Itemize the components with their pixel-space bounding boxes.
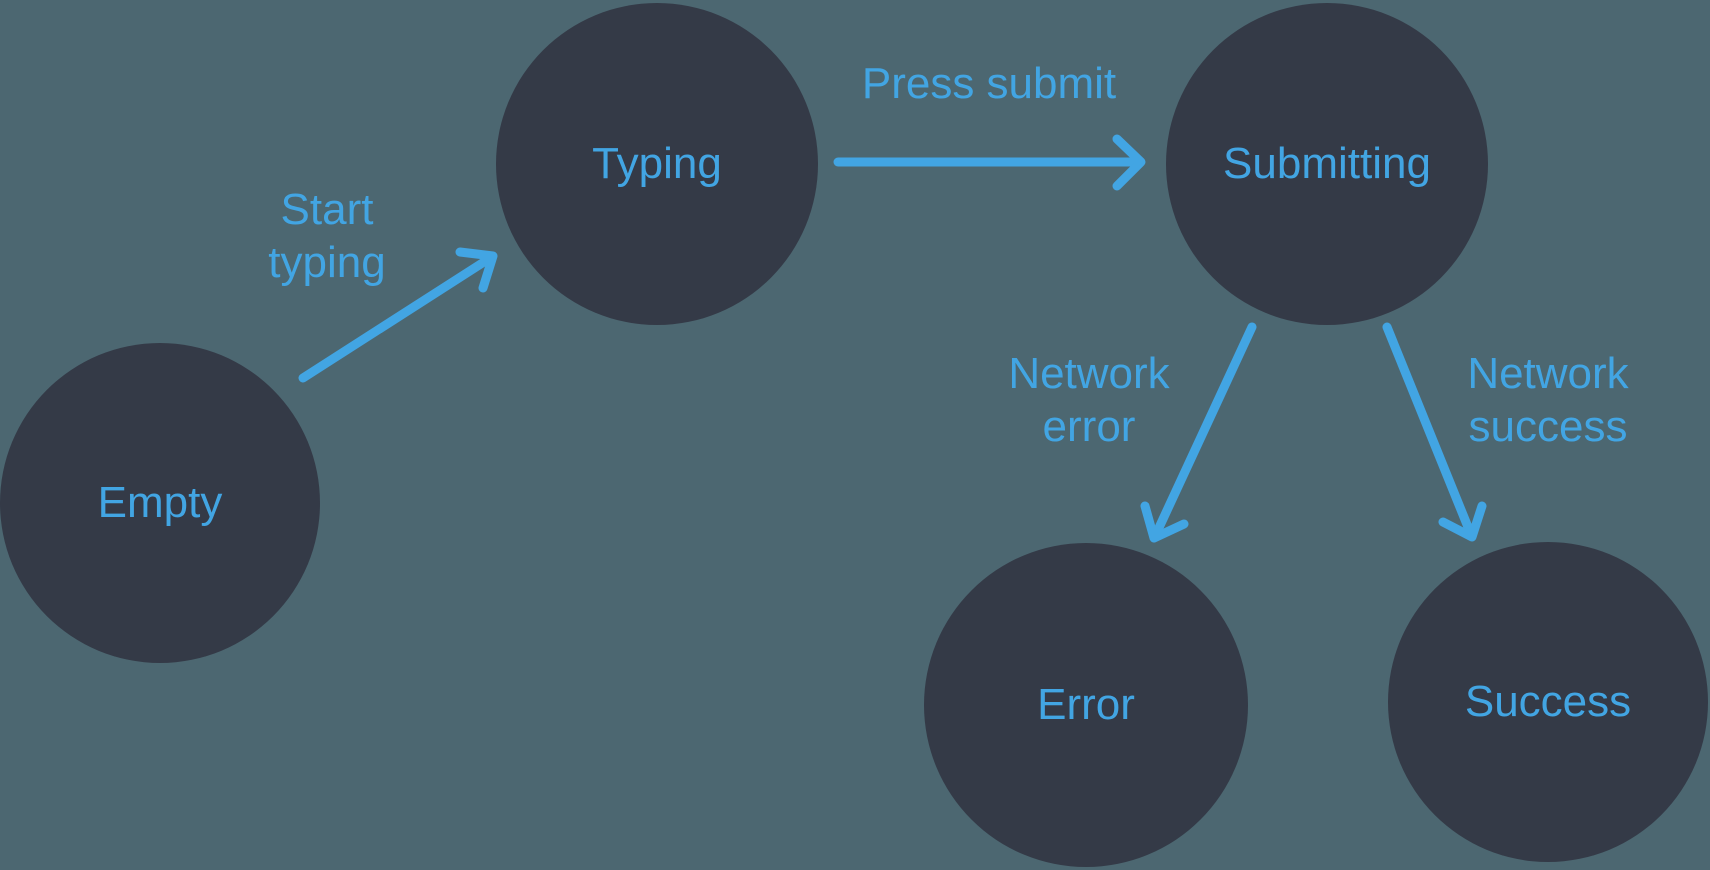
state-node-label: Error	[1037, 680, 1135, 729]
state-node-empty: Empty	[0, 343, 320, 663]
state-node-typing: Typing	[496, 3, 818, 325]
edge-arrow-start-typing	[298, 247, 498, 383]
edge-label-network-error: Network error	[1008, 349, 1170, 451]
state-node-label: Submitting	[1223, 139, 1431, 188]
state-node-submitting: Submitting	[1166, 3, 1488, 325]
state-node-success: Success	[1388, 542, 1708, 862]
edge-arrow-network-error	[1140, 322, 1257, 543]
edge-label-network-success: Network success	[1467, 349, 1629, 451]
edge-label-start-typing: Start typing	[268, 185, 386, 287]
edge-arrow-press-submit	[833, 134, 1146, 191]
state-node-label: Success	[1464, 677, 1632, 726]
state-node-label: Empty	[97, 478, 223, 527]
state-node-label: Typing	[592, 139, 722, 188]
state-node-error: Error	[924, 543, 1248, 867]
edge-arrow-network-success	[1382, 322, 1487, 542]
edge-label-press-submit: Press submit	[861, 59, 1117, 108]
